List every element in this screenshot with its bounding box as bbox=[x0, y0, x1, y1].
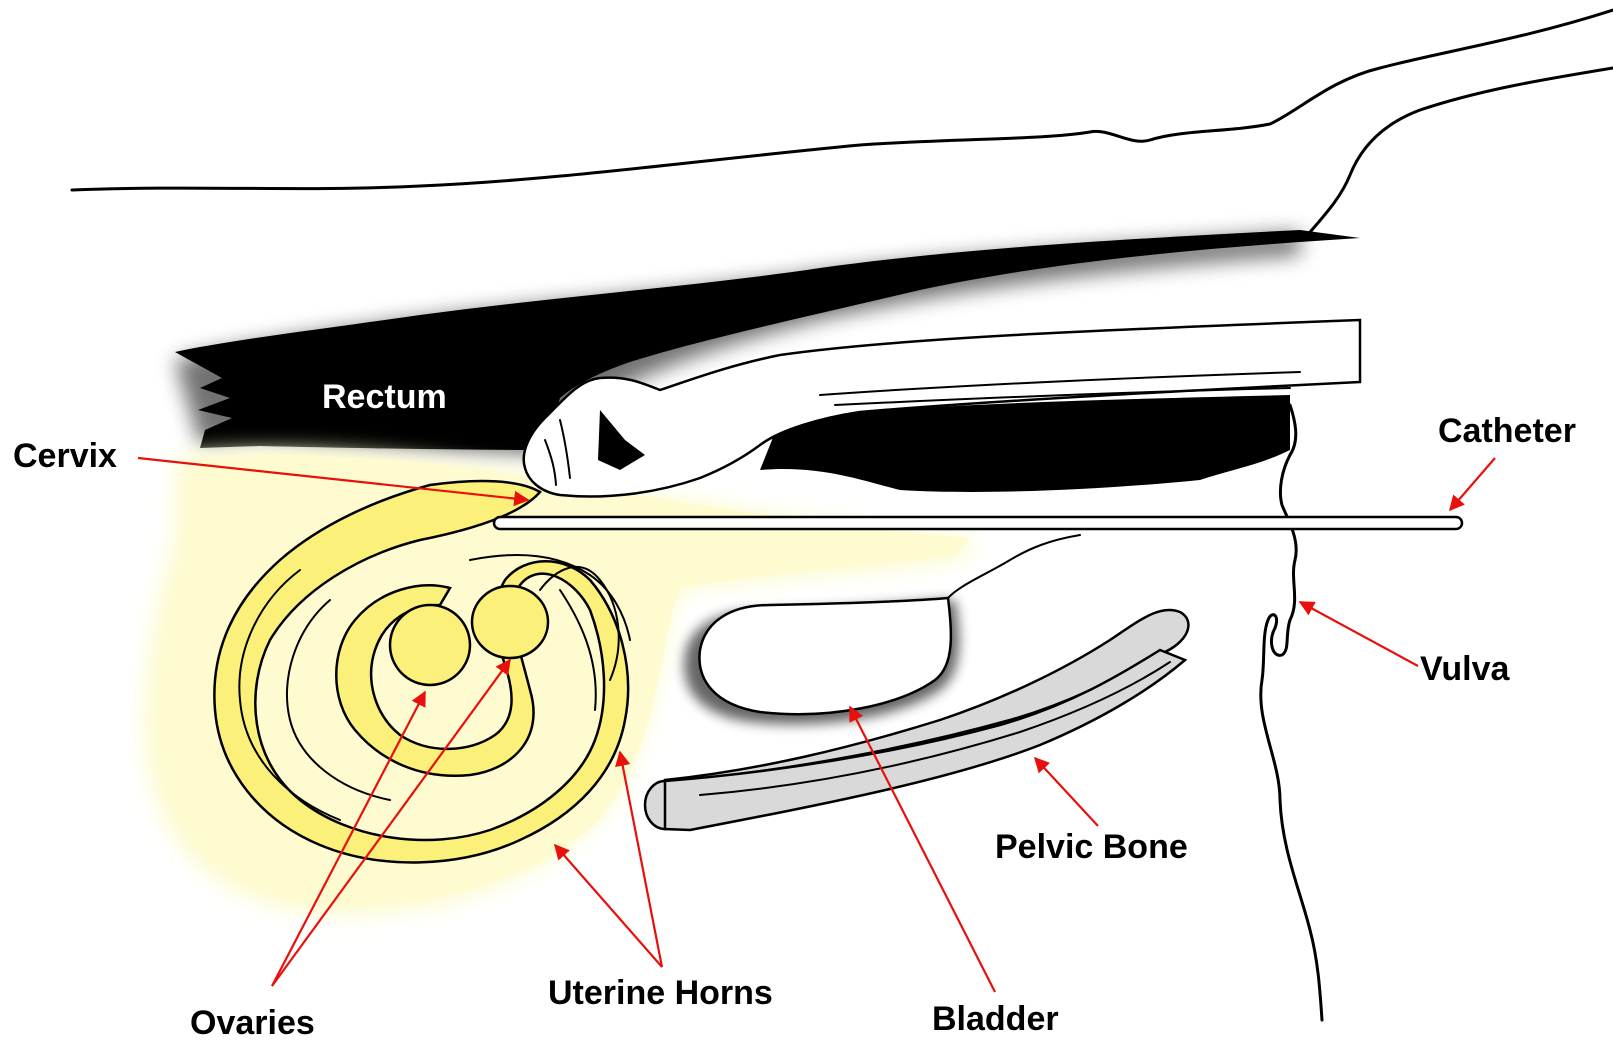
back-outline bbox=[72, 10, 1613, 190]
label-pelvic-bone: Pelvic Bone bbox=[995, 828, 1188, 866]
ovary-left bbox=[390, 605, 470, 685]
label-bladder: Bladder bbox=[932, 1000, 1059, 1038]
label-catheter: Catheter bbox=[1438, 412, 1576, 450]
label-uterine-horns: Uterine Horns bbox=[548, 974, 773, 1012]
label-cervix: Cervix bbox=[13, 437, 117, 475]
catheter bbox=[494, 517, 1462, 529]
pelvic-bone-arrow bbox=[1035, 758, 1098, 826]
label-vulva: Vulva bbox=[1420, 650, 1511, 688]
tail-outline bbox=[1305, 68, 1613, 238]
ovary-right bbox=[472, 586, 548, 658]
body-wall-outline bbox=[1261, 405, 1322, 1020]
label-rectum: Rectum bbox=[322, 378, 447, 416]
vulva-arrow bbox=[1300, 602, 1418, 666]
label-ovaries: Ovaries bbox=[190, 1004, 315, 1041]
uterine-horns-arrow-1 bbox=[555, 845, 662, 967]
catheter-arrow bbox=[1450, 458, 1495, 510]
